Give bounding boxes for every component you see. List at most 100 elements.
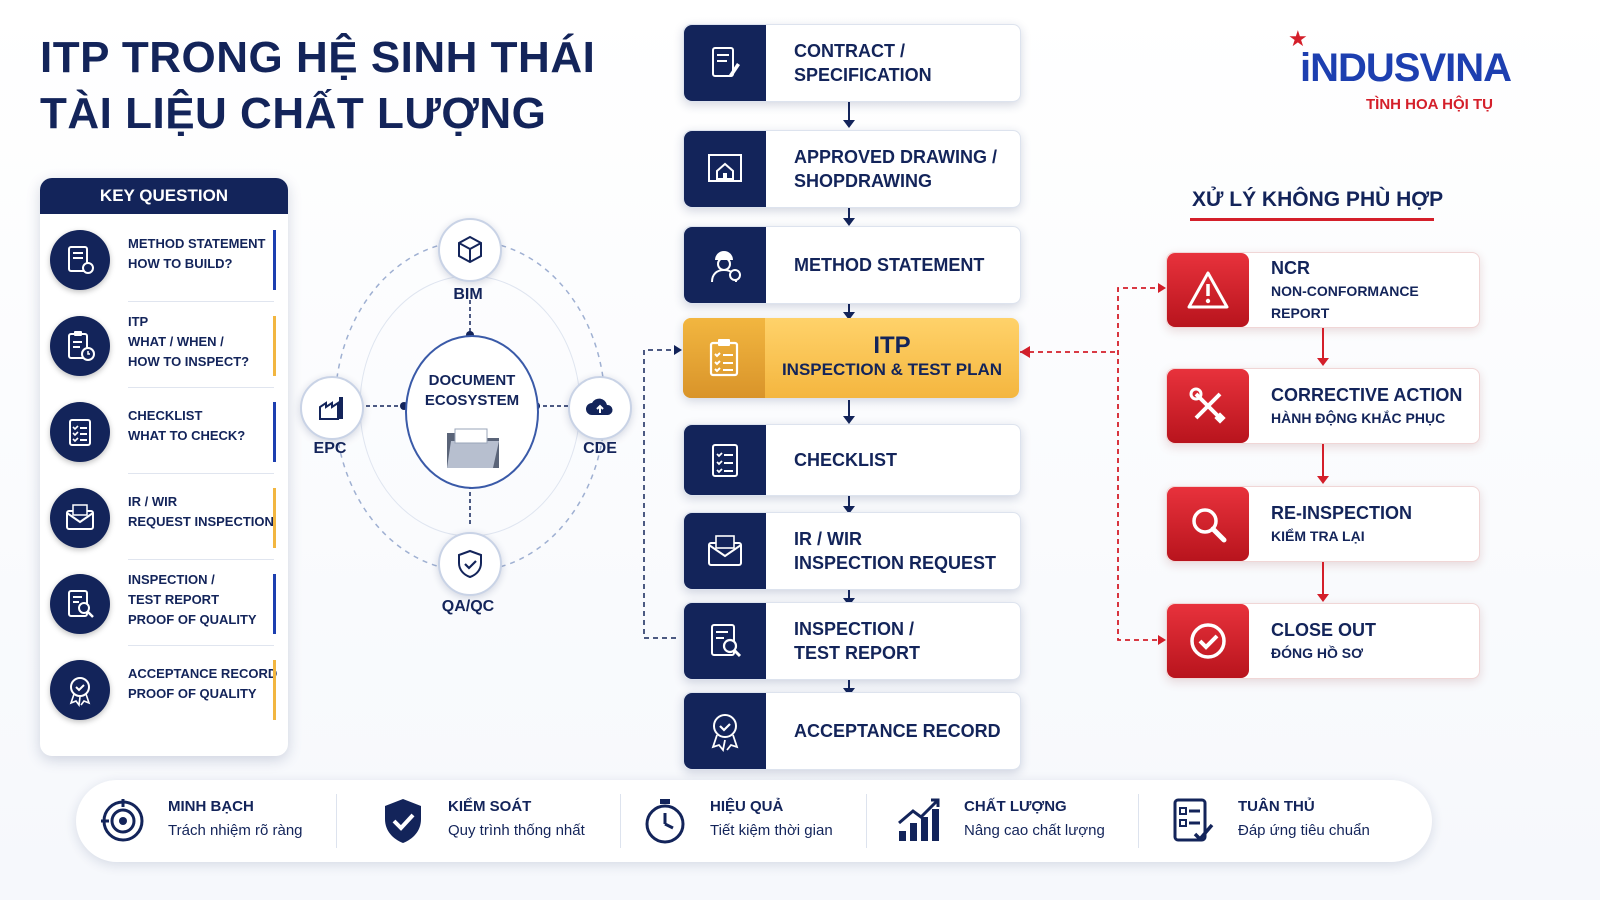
- flow-label: SPECIFICATION: [794, 65, 932, 85]
- ncr-arrow: [1317, 444, 1329, 484]
- flow-label: CONTRACT /: [794, 41, 905, 61]
- flow-checklist: CHECKLIST: [683, 424, 1021, 496]
- cloud-upload-icon: [586, 398, 613, 415]
- report-magnifier-icon: [50, 574, 110, 634]
- kq-item-inspection-report: INSPECTION / TEST REPORT PROOF OF QUALITY: [40, 562, 288, 646]
- flow-method-statement: METHOD STATEMENT: [683, 226, 1021, 304]
- kq-line: METHOD STATEMENT: [128, 236, 266, 251]
- nonconformance-loop: [1020, 283, 1166, 645]
- epc-label: EPC: [313, 440, 347, 457]
- ncr-step-title: CORRECTIVE ACTION: [1271, 385, 1463, 405]
- benefit-desc: Đáp ứng tiêu chuẩn: [1238, 822, 1370, 839]
- checklist-icon: [684, 425, 766, 495]
- kq-line: IR / WIR: [128, 494, 178, 509]
- ncr-step-subtitle: KIỂM TRA LẠI: [1271, 528, 1365, 544]
- kq-line: HOW TO INSPECT?: [128, 354, 250, 369]
- flow-label: CHECKLIST: [794, 450, 897, 470]
- ncr-step-title: CLOSE OUT: [1271, 620, 1377, 640]
- divider: [620, 794, 621, 848]
- factory-icon: [319, 397, 343, 420]
- benefit-control: KIỂM SOÁT Quy trình thống nhất: [366, 780, 616, 862]
- flow-acceptance-record: ACCEPTANCE RECORD: [683, 692, 1021, 770]
- cube-icon: [458, 235, 482, 264]
- accent-bar: [273, 316, 276, 376]
- kq-line: REQUEST INSPECTION: [128, 514, 274, 529]
- accent-bar: [273, 230, 276, 290]
- cde-label: CDE: [583, 440, 617, 457]
- flow-label: INSPECTION REQUEST: [794, 553, 997, 573]
- ncr-step-subtitle: ĐÓNG HỒ SƠ: [1271, 645, 1364, 661]
- folder-icon: [447, 428, 499, 468]
- ncr-step-subtitle: NON-CONFORMANCE REPORT: [1271, 283, 1419, 321]
- kq-line: PROOF OF QUALITY: [128, 612, 257, 627]
- logo-tagline: TÌNH HOA HỘI TỤ: [1366, 96, 1493, 113]
- ncr-step-subtitle: HÀNH ĐỘNG KHẮC PHỤC: [1271, 410, 1446, 426]
- flow-inspection-report: INSPECTION /TEST REPORT: [683, 602, 1021, 680]
- kq-line: TEST REPORT: [128, 592, 220, 607]
- divider: [1138, 794, 1139, 848]
- contract-pen-icon: [684, 25, 766, 101]
- flow-contract-specification: CONTRACT / SPECIFICATION: [683, 24, 1021, 102]
- accent-bar: [273, 660, 276, 720]
- benefit-title: CHẤT LƯỢNG: [964, 798, 1067, 815]
- divider: [128, 387, 274, 388]
- accent-bar: [273, 488, 276, 548]
- divider: [128, 301, 274, 302]
- checklist-icon: [50, 402, 110, 462]
- page-title: ITP TRONG HỆ SINH THÁI TÀI LIỆU CHẤT LƯỢ…: [40, 30, 595, 142]
- nonconformance-title: XỬ LÝ KHÔNG PHÙ HỢP: [1192, 188, 1444, 211]
- ncr-step-close-out: CLOSE OUT ĐÓNG HỒ SƠ: [1166, 603, 1480, 679]
- envelope-icon: [50, 488, 110, 548]
- flow-arrow: [843, 496, 855, 514]
- flow-arrow: [843, 304, 855, 320]
- feedback-loop-left: [643, 345, 682, 639]
- hub-label-line-2: ECOSYSTEM: [424, 392, 520, 409]
- benefit-desc: Trách nhiệm rõ ràng: [168, 822, 303, 839]
- flow-label: ACCEPTANCE RECORD: [794, 721, 1001, 741]
- benefit-compliance: TUÂN THỦ Đáp ứng tiêu chuẩn: [1156, 780, 1406, 862]
- flow-arrow: [843, 680, 855, 696]
- itp-title: ITP: [873, 332, 911, 359]
- ncr-step-ncr: NCR NON-CONFORMANCE REPORT: [1166, 252, 1480, 328]
- flow-arrow: [843, 400, 855, 424]
- company-logo: ★ iNDUSVINA TÌNH HOA HỘI TỤ: [1288, 26, 1560, 126]
- warning-icon: [1167, 253, 1249, 327]
- hub-label-line-1: DOCUMENT: [428, 372, 516, 389]
- divider: [866, 794, 867, 848]
- benefit-quality: CHẤT LƯỢNG Nâng cao chất lượng: [882, 780, 1142, 862]
- flow-label: SHOPDRAWING: [794, 171, 933, 191]
- qaqc-label: QA/QC: [441, 598, 495, 615]
- itp-subtitle: INSPECTION & TEST PLAN: [781, 360, 1003, 379]
- flow-arrow: [843, 208, 855, 226]
- shield-check-icon: [458, 549, 482, 579]
- award-badge-icon: [50, 660, 110, 720]
- award-badge-icon: [684, 693, 766, 769]
- flow-label: APPROVED DRAWING /: [794, 147, 998, 167]
- key-question-header: KEY QUESTION: [40, 178, 288, 214]
- document-ecosystem-hub: DOCUMENT ECOSYSTEM: [405, 335, 539, 489]
- kq-item-ir-wir: IR / WIR REQUEST INSPECTION: [40, 476, 288, 560]
- shield-check-icon: [376, 794, 430, 848]
- ncr-arrow: [1317, 328, 1329, 366]
- clipboard-checklist-icon: [683, 318, 765, 398]
- kq-line: INSPECTION /: [128, 572, 215, 587]
- title-line-1: ITP TRONG HỆ SINH THÁI: [40, 33, 596, 82]
- kq-line: PROOF OF QUALITY: [128, 686, 257, 701]
- tools-icon: [1167, 369, 1249, 443]
- flow-approved-drawing: APPROVED DRAWING / SHOPDRAWING: [683, 130, 1021, 208]
- kq-line: HOW TO BUILD?: [128, 256, 233, 271]
- ncr-arrow: [1317, 562, 1329, 602]
- benefit-title: KIỂM SOÁT: [448, 798, 532, 815]
- check-circle-icon: [1167, 604, 1249, 678]
- accent-bar: [273, 574, 276, 634]
- blueprint-house-icon: [684, 131, 766, 207]
- kq-line: WHAT / WHEN /: [128, 334, 224, 349]
- ncr-step-title: NCR: [1271, 258, 1310, 278]
- divider: [336, 794, 337, 848]
- flow-label: METHOD STATEMENT: [794, 255, 985, 275]
